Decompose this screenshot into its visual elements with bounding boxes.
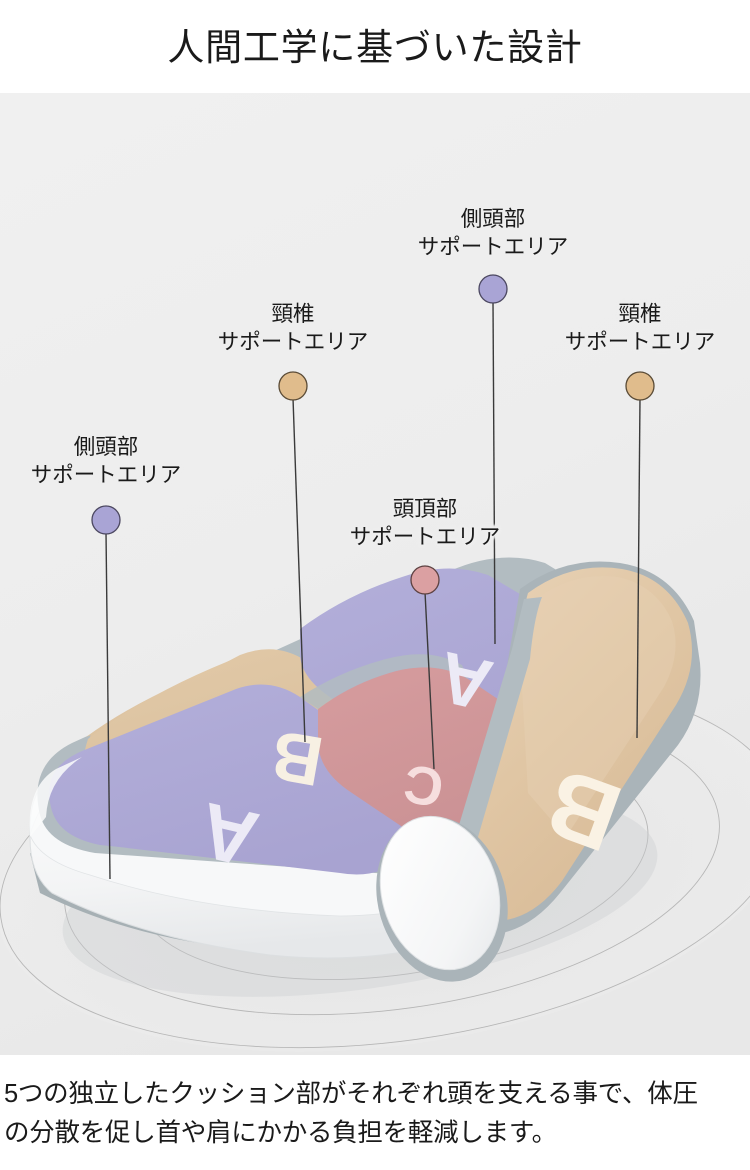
leader-cervical-left [278,371,308,743]
callout-dot-cervical-left [278,371,308,401]
roll-highlight [520,575,676,837]
callout-leaders [91,274,655,880]
page-title: 人間工学に基づいた設計 [0,0,750,93]
illustration-panel: A A B B C [0,93,750,1055]
zone-cervical-left [83,649,444,821]
caption-block: 5つの独立したクッション部がそれぞれ頭を支える事で、体圧 の分散を促し首や肩にか… [0,1055,750,1170]
callout-dot-temporal-left [91,505,121,535]
end-cap-face [379,815,501,971]
callout-dot-cervical-right [625,371,655,401]
leader-cervical-right [625,371,655,739]
pillow-roll [436,561,701,935]
pillow-body: A A B B C [29,557,701,982]
pillow-end-cap [376,815,508,982]
callout-dot-crown-center [410,565,440,595]
callout-dot-temporal-top [478,274,508,304]
zone-cervical-roll [447,567,692,921]
caption-line-1: 5つの独立したクッション部がそれぞれ頭を支える事で、体圧 [4,1080,698,1108]
pillow-diagram: A A B B C [0,93,750,1055]
roll-left-seam [446,597,542,891]
caption-line-2: の分散を促し首や肩にかかる負担を軽減します。 [4,1118,557,1147]
leader-temporal-left [91,505,121,880]
leader-crown-center [410,565,440,770]
leader-temporal-top [478,274,508,645]
seam-gap-1 [300,654,468,709]
pillow-left-corner [29,757,82,837]
